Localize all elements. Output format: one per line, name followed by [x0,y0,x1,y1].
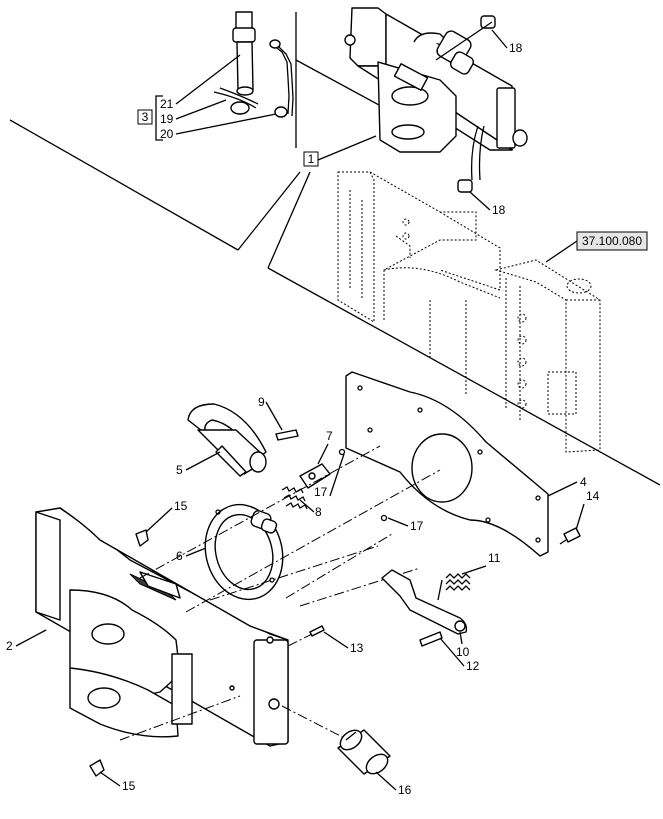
label-3: 3 [142,110,149,124]
lever-5 [187,403,267,477]
chain-20 [269,39,294,118]
label-5: 5 [176,463,183,477]
pin-17-a [338,448,346,456]
upper-hitch-assembly [344,7,528,153]
label-4: 4 [580,475,587,489]
label-10: 10 [456,645,470,659]
label-7: 7 [326,429,333,443]
label-2: 2 [6,639,13,653]
label-21: 21 [160,97,174,111]
label-14: 14 [586,489,600,503]
mounting-plate-4 [345,371,549,557]
tractor-frame-ghost [337,171,601,453]
latch-10 [381,569,468,635]
section-lines [9,12,661,486]
label-8: 8 [315,505,322,519]
label-15-top: 15 [174,499,188,513]
label-17-b: 17 [410,519,424,533]
label-9: 9 [258,395,265,409]
label-18-lower: 18 [492,203,506,217]
pin-13 [309,625,325,637]
label-15-bottom: 15 [122,779,136,793]
ring-6 [204,503,284,601]
hitch-pin-21 [232,11,256,96]
label-13: 13 [350,641,364,655]
label-16: 16 [398,783,412,797]
reference-tag: 37.100.080 [545,231,648,263]
center-lines [119,445,441,745]
pin-9 [275,429,299,441]
bolt-18-lower [457,125,485,193]
label-20: 20 [160,127,174,141]
bolt-18-top [435,15,496,61]
label-17-a: 17 [314,485,328,499]
group-bracket-3: 3 [137,95,163,141]
label-18-top: 18 [509,41,523,55]
bolt-14 [559,527,581,545]
spring-11 [437,573,471,601]
label-1: 1 [308,152,315,166]
pin-16 [337,729,391,775]
reference-label: 37.100.080 [582,234,642,248]
label-12: 12 [466,659,480,673]
hitch-body-2 [35,507,289,747]
grease-fitting-15-top [135,529,149,547]
label-11: 11 [488,551,501,565]
pin-12 [419,631,443,647]
spring-clip-19 [213,87,259,115]
pin-17-b [380,514,388,522]
label-19: 19 [160,112,174,126]
